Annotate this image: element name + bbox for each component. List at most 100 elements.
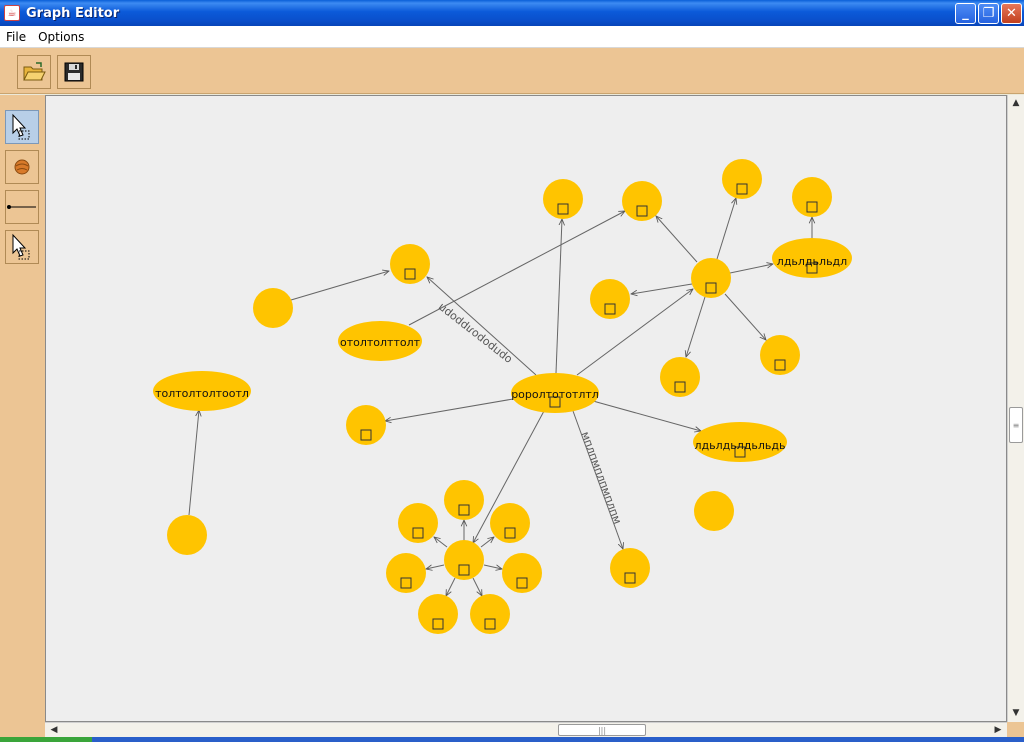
edge[interactable] <box>188 410 199 516</box>
minimize-button[interactable]: _ <box>955 3 976 24</box>
node-label: роролтототлтл <box>511 388 599 401</box>
window-title: Graph Editor <box>26 5 120 21</box>
line-icon <box>7 205 36 209</box>
vertical-scroll-thumb[interactable]: ≡ <box>1009 407 1023 443</box>
vertical-scrollbar[interactable]: ▲ ≡ ▼ <box>1007 95 1024 722</box>
scroll-down-button[interactable]: ▼ <box>1008 705 1024 721</box>
edge[interactable] <box>686 296 706 357</box>
edge[interactable] <box>576 289 693 376</box>
toolbar <box>0 48 1024 94</box>
open-folder-icon <box>23 62 46 81</box>
graph-node-labeled[interactable]: лдьлдьлдьльдь <box>693 422 787 462</box>
graph-node[interactable] <box>792 177 832 217</box>
scroll-corner <box>1007 722 1024 737</box>
nodes: лдьлдьльдл отолтолттолт толтолтолтоотл р… <box>153 159 852 634</box>
graph-canvas[interactable]: орпроролррорп мплпмплпмплпм <box>45 95 1007 722</box>
open-button[interactable] <box>17 55 51 89</box>
save-disk-icon <box>64 62 84 82</box>
edge[interactable] <box>290 271 389 301</box>
graph-node[interactable] <box>760 335 800 375</box>
arrow-right-icon: ▶ <box>994 725 1002 735</box>
minimize-icon: _ <box>962 6 969 21</box>
move-tool[interactable] <box>5 230 39 264</box>
taskbar-strip <box>0 737 1024 742</box>
edge[interactable] <box>472 577 482 596</box>
pointer-icon <box>12 113 30 140</box>
start-button-edge <box>0 737 92 742</box>
save-button[interactable] <box>57 55 91 89</box>
node-tool[interactable] <box>5 150 39 184</box>
edge[interactable] <box>555 219 562 374</box>
graph-node[interactable] <box>444 540 484 580</box>
edge[interactable] <box>716 198 736 260</box>
edge[interactable] <box>480 537 494 548</box>
graph-node[interactable] <box>470 594 510 634</box>
graph-svg[interactable]: орпроролррорп мплпмплпмплпм <box>46 96 1006 721</box>
edge[interactable] <box>427 277 537 376</box>
edge[interactable] <box>631 283 693 294</box>
edge[interactable] <box>656 216 698 263</box>
graph-node[interactable] <box>543 179 583 219</box>
graph-node[interactable] <box>502 553 542 593</box>
edge[interactable] <box>724 293 766 340</box>
edges <box>188 198 812 596</box>
select-tool[interactable] <box>5 110 39 144</box>
edge[interactable] <box>446 577 456 596</box>
node-label: лдьлдьльдл <box>777 255 847 268</box>
edge[interactable] <box>408 211 625 326</box>
scroll-left-button[interactable]: ◀ <box>47 723 61 737</box>
edge-label: орпроролррорп <box>435 301 514 367</box>
close-icon: ✕ <box>1006 6 1017 21</box>
graph-node[interactable] <box>346 405 386 445</box>
graph-node[interactable] <box>660 357 700 397</box>
edge[interactable] <box>592 400 701 431</box>
graph-node[interactable] <box>622 181 662 221</box>
edge[interactable] <box>473 410 545 543</box>
edge[interactable] <box>729 264 773 274</box>
edge-label: мплпмплпмплпм <box>579 430 625 526</box>
edge-tool[interactable] <box>5 190 39 224</box>
graph-node[interactable] <box>490 503 530 543</box>
edge[interactable] <box>434 537 448 548</box>
menu-options[interactable]: Options <box>38 29 85 44</box>
arrow-down-icon: ▼ <box>1012 708 1020 718</box>
edge[interactable] <box>483 564 502 569</box>
horizontal-scroll-thumb[interactable]: ||| <box>558 724 646 736</box>
graph-node[interactable] <box>694 491 734 531</box>
graph-node[interactable] <box>691 258 731 298</box>
close-button[interactable]: ✕ <box>1001 3 1022 24</box>
ball-icon <box>14 159 30 175</box>
edge[interactable] <box>385 398 514 421</box>
graph-node-labeled[interactable]: отолтолттолт <box>338 321 422 361</box>
edge[interactable] <box>572 410 623 549</box>
edge[interactable] <box>426 564 445 569</box>
graph-node-labeled[interactable]: роролтототлтл <box>511 373 599 413</box>
scroll-up-button[interactable]: ▲ <box>1008 95 1024 111</box>
graph-node[interactable] <box>610 548 650 588</box>
scroll-right-button[interactable]: ▶ <box>991 723 1005 737</box>
node-label: отолтолттолт <box>340 336 421 349</box>
node-label: толтолтолтоотл <box>155 387 249 400</box>
arrow-left-icon: ◀ <box>50 725 58 735</box>
menu-file[interactable]: File <box>6 29 27 44</box>
graph-node[interactable] <box>722 159 762 199</box>
pointer-copy-icon <box>12 233 30 260</box>
menu-bar: File Options <box>0 26 1024 48</box>
graph-node[interactable] <box>590 279 630 319</box>
graph-node-labeled[interactable]: толтолтолтоотл <box>153 371 251 411</box>
grip-icon: ||| <box>597 725 607 735</box>
graph-node[interactable] <box>390 244 430 284</box>
horizontal-scrollbar[interactable]: ◀ ||| ▶ <box>45 722 1007 737</box>
graph-node[interactable] <box>386 553 426 593</box>
restore-icon: ❐ <box>982 6 995 21</box>
title-bar: ☕ Graph Editor _ ❐ ✕ <box>0 0 1024 26</box>
graph-node[interactable] <box>398 503 438 543</box>
arrow-up-icon: ▲ <box>1012 98 1020 108</box>
graph-node[interactable] <box>418 594 458 634</box>
graph-node[interactable] <box>253 288 293 328</box>
graph-node[interactable] <box>167 515 207 555</box>
maximize-button[interactable]: ❐ <box>978 3 999 24</box>
node-label: лдьлдьлдьльдь <box>695 439 786 452</box>
graph-node[interactable] <box>444 480 484 520</box>
graph-node-labeled[interactable]: лдьлдьльдл <box>772 238 852 278</box>
